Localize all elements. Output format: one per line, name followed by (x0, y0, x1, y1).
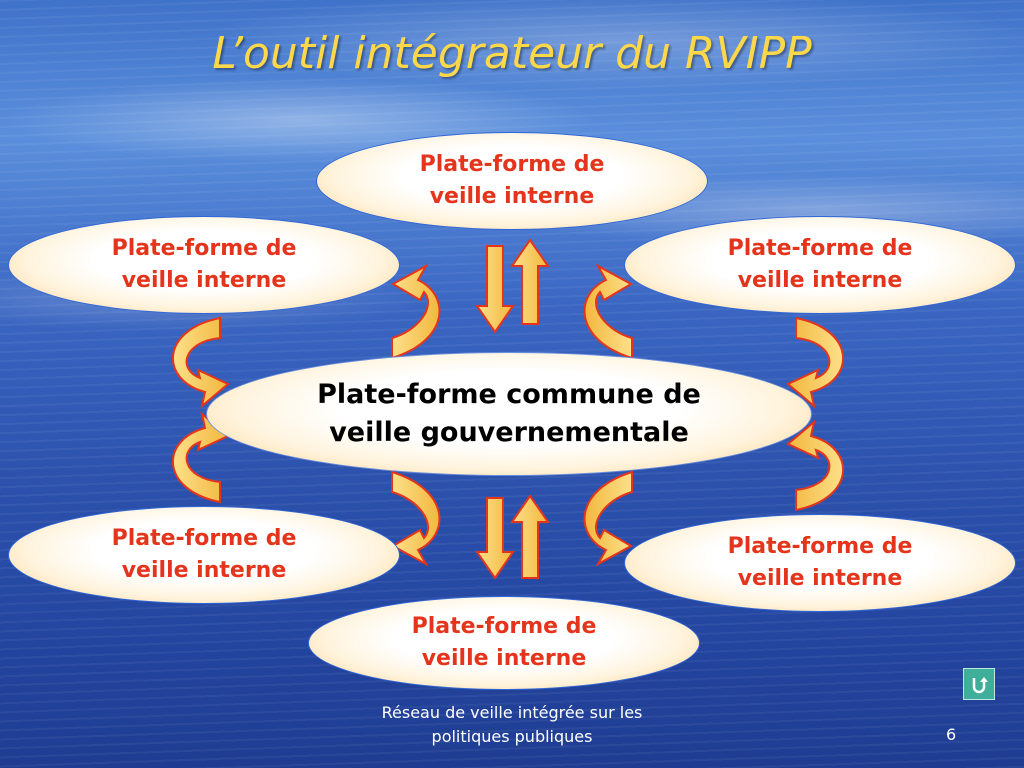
footer-line2: politiques publiques (431, 727, 593, 746)
node-lower-left-line2: veille interne (121, 558, 287, 583)
node-center: Plate-forme commune de veille gouverneme… (206, 352, 812, 476)
node-upper-right-line2: veille interne (737, 268, 903, 293)
slide-title: L’outil intégrateur du RVIPP (212, 28, 812, 79)
footer-line1: Réseau de veille intégrée sur les (381, 703, 643, 722)
curved-arrow-lower-right-to-center (786, 419, 845, 512)
node-upper-left-line2: veille interne (121, 268, 287, 293)
node-upper-right-line1: Plate-forme de (727, 236, 913, 261)
node-lower-right: Plate-forme de veille interne (624, 514, 1016, 612)
curved-arrow-center-to-lower-left (390, 470, 441, 567)
node-top: Plate-forme de veille interne (316, 132, 708, 230)
node-bottom-line1: Plate-forme de (411, 614, 597, 639)
page-number: 6 (946, 725, 957, 744)
node-lower-right-line2: veille interne (737, 566, 903, 591)
curved-arrow-center-to-upper-left (390, 263, 441, 360)
arrow-down-top (475, 245, 515, 334)
node-lower-left-line1: Plate-forme de (111, 526, 297, 551)
node-bottom: Plate-forme de veille interne (308, 596, 700, 690)
curved-arrow-upper-left-to-center (171, 316, 230, 409)
arrow-up-bottom (510, 494, 550, 579)
arrow-up-top (510, 238, 550, 325)
node-upper-right: Plate-forme de veille interne (624, 216, 1016, 314)
footer-caption: Réseau de veille intégrée sur les politi… (352, 701, 672, 749)
curved-arrow-center-to-lower-right (583, 470, 634, 567)
return-arrow-icon (972, 677, 988, 694)
node-upper-left: Plate-forme de veille interne (8, 216, 400, 314)
node-top-line2: veille interne (429, 184, 595, 209)
node-center-line2: veille gouvernementale (329, 417, 689, 448)
curved-arrow-lower-left-to-center (171, 411, 230, 504)
node-center-line1: Plate-forme commune de (317, 379, 701, 410)
curved-arrow-upper-right-to-center (786, 316, 845, 409)
return-button[interactable] (963, 668, 995, 700)
curved-arrow-center-to-upper-right (583, 263, 634, 360)
arrow-down-bottom (475, 497, 515, 580)
node-top-line1: Plate-forme de (419, 152, 605, 177)
node-upper-left-line1: Plate-forme de (111, 236, 297, 261)
node-lower-right-line1: Plate-forme de (727, 534, 913, 559)
node-lower-left: Plate-forme de veille interne (8, 506, 400, 604)
node-bottom-line2: veille interne (421, 646, 587, 671)
